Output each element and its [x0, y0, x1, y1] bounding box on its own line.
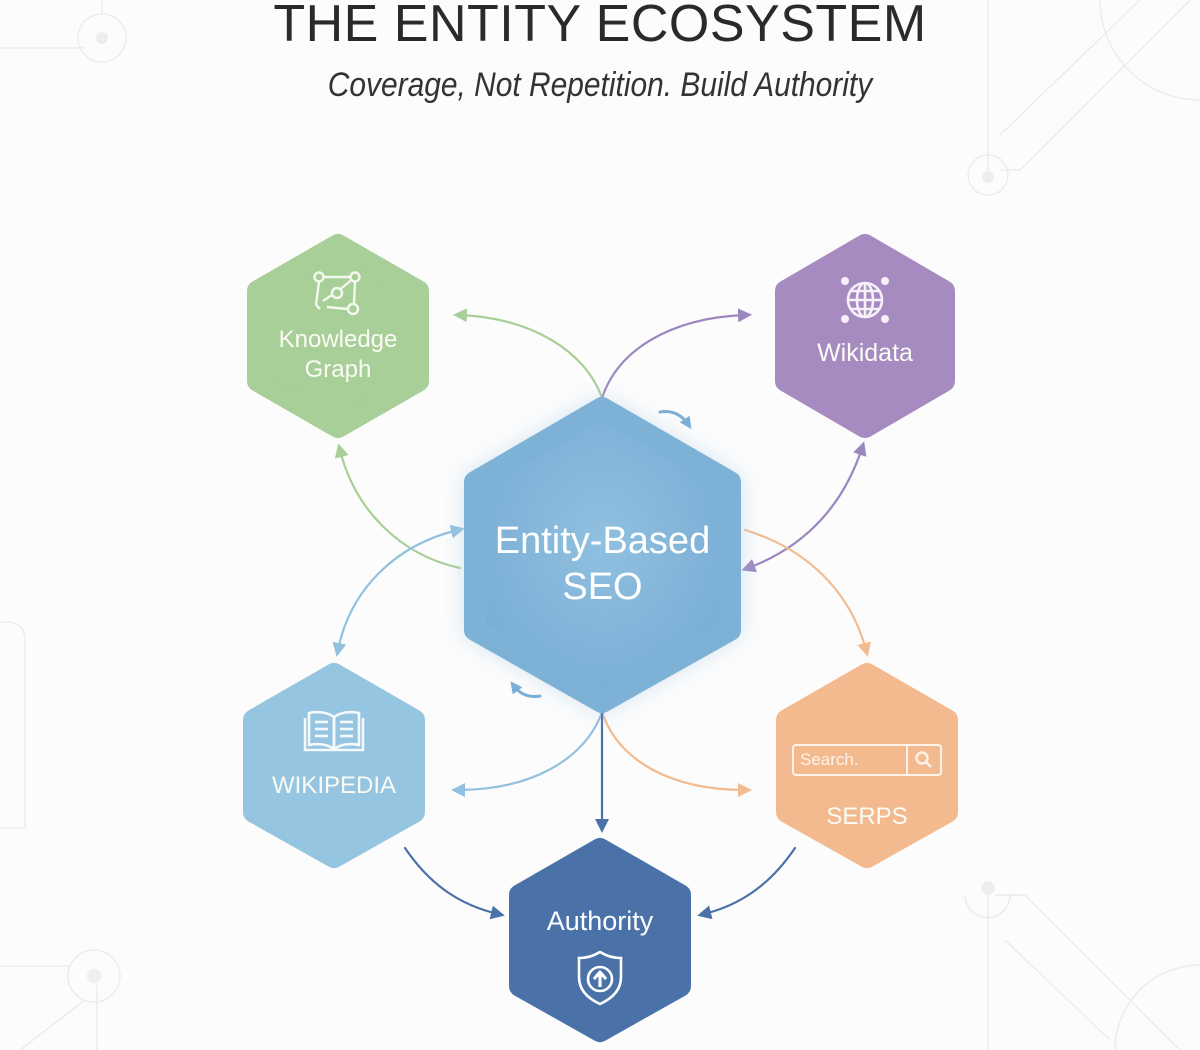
open-book-icon — [303, 710, 365, 752]
arrow-wikipedia-to-authority — [403, 846, 505, 920]
arrow-serps-to-authority — [697, 846, 797, 920]
cycle-arrow-bottom-left — [510, 681, 542, 698]
wikipedia-label: WIKIPEDIA — [271, 772, 397, 799]
search-bar-icon: Search. — [792, 744, 942, 776]
node-knowledge-graph[interactable]: Knowledge Graph — [258, 258, 418, 398]
hexagon-wikidata[interactable] — [775, 234, 955, 438]
arrow-center-wikipedia-bidirectional — [332, 524, 465, 657]
knowledge-graph-label-line2: Graph — [304, 356, 372, 383]
arrow-center-wikidata-bidirectional — [741, 441, 867, 573]
node-entity-based-seo[interactable]: Entity-Based SEO — [475, 510, 730, 620]
shield-arrow-up-icon — [577, 950, 623, 1006]
search-bar-placeholder: Search. — [800, 750, 859, 769]
magnifier-icon — [915, 751, 932, 768]
node-wikipedia[interactable]: WIKIPEDIA — [254, 705, 414, 805]
hexagon-serps[interactable] — [776, 663, 958, 868]
serps-label: SERPS — [826, 803, 908, 830]
node-wikidata[interactable]: Wikidata — [786, 262, 944, 382]
hexagon-wikipedia[interactable] — [243, 663, 425, 868]
cycle-arrow-top-right — [658, 410, 692, 429]
page-subtitle: Coverage, Not Repetition. Build Authorit… — [327, 66, 873, 104]
center-label-line2: SEO — [562, 566, 643, 608]
page-title: THE ENTITY ECOSYSTEM — [273, 0, 927, 53]
center-label-line1: Entity-Based — [494, 520, 711, 563]
hexagon-entity-based-seo[interactable] — [464, 397, 741, 713]
node-serps[interactable]: Search. SERPS — [787, 744, 947, 844]
arrow-center-to-wikidata — [600, 308, 752, 400]
arrow-center-left-to-knowledge-graph — [334, 443, 462, 570]
globe-network-icon — [841, 277, 889, 324]
network-graph-icon — [313, 271, 361, 316]
arrow-center-to-knowledge-graph — [453, 308, 604, 400]
hexagon-authority[interactable] — [509, 838, 691, 1042]
arrow-center-to-serps — [743, 528, 871, 657]
wikidata-label: Wikidata — [817, 339, 913, 368]
authority-label: Authority — [546, 906, 654, 936]
arrow-center-bottom-to-wikipedia — [451, 710, 604, 797]
node-authority[interactable]: Authority — [520, 905, 680, 1015]
knowledge-graph-label-line1: Knowledge — [278, 326, 398, 353]
arrow-center-bottom-to-serps — [600, 710, 752, 797]
hexagon-knowledge-graph[interactable] — [247, 234, 429, 438]
